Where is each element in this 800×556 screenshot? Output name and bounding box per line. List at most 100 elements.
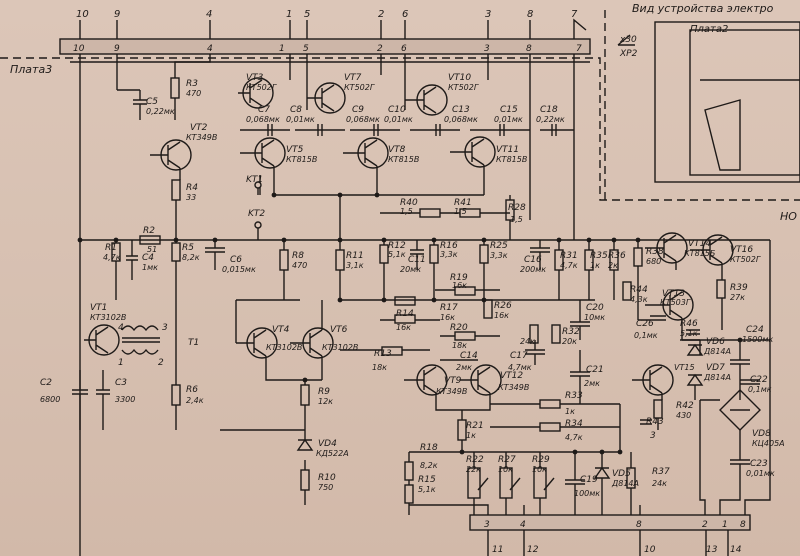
c5-ref: C5 bbox=[146, 97, 158, 107]
vt10-ref: VT10 bbox=[448, 73, 471, 83]
vt13-type: КТ503Г bbox=[660, 298, 691, 307]
r14-ref: R14 bbox=[396, 309, 414, 319]
r22-value: 22к bbox=[466, 465, 481, 474]
vt6-ref: VT6 bbox=[330, 325, 348, 335]
bottom-bar-pin-8a: 8 bbox=[636, 520, 642, 530]
vd7-type: Д814А bbox=[703, 373, 731, 382]
r3x-value: 24к bbox=[520, 337, 535, 346]
r20-ref: R20 bbox=[450, 323, 468, 333]
c20-value: 10мк bbox=[584, 313, 605, 322]
t1-ref: T1 bbox=[188, 338, 199, 348]
r31-ref: R31 bbox=[560, 251, 578, 261]
r19-ref: R19 bbox=[450, 273, 468, 283]
c22-ref: C22 bbox=[750, 375, 768, 385]
c4-ref: C4 bbox=[142, 253, 154, 263]
r33-value: 1к bbox=[565, 407, 575, 416]
vt3-type: КТ502Г bbox=[246, 83, 277, 92]
vt13-ref: VT13 bbox=[662, 289, 685, 299]
r14-value: 16к bbox=[396, 323, 411, 332]
vt12-type: КТ349В bbox=[498, 383, 529, 392]
r37-value: 24к bbox=[652, 479, 667, 488]
bottom-wire-10: 10 bbox=[644, 545, 656, 555]
kt2-label: KT2 bbox=[248, 209, 265, 219]
vt3-ref: VT3 bbox=[246, 73, 264, 83]
c26-value: 0,1мк bbox=[634, 331, 658, 340]
r25-value: 3,3к bbox=[490, 251, 508, 260]
xp2-label: ХР2 bbox=[619, 49, 638, 59]
top-pin-7: 7 bbox=[571, 9, 578, 20]
c16-value: 200мк bbox=[520, 265, 546, 274]
bottom-wire-12: 12 bbox=[527, 545, 539, 555]
c2-value: 6800 bbox=[40, 395, 60, 404]
r27-value: 10к bbox=[498, 465, 513, 474]
r41-ref: R41 bbox=[454, 198, 472, 208]
r6-value: 2,4к bbox=[186, 396, 204, 405]
r2-value: 51 bbox=[147, 245, 157, 254]
c23-value: 0,01мк bbox=[746, 469, 775, 478]
r5-ref: R5 bbox=[182, 243, 194, 253]
vt8-type: КТ815В bbox=[388, 155, 419, 164]
r31-value: 4,7к bbox=[560, 261, 578, 270]
top-connector-bar bbox=[59, 38, 591, 55]
vt8-ref: VT8 bbox=[388, 145, 406, 155]
c3-value: 3300 bbox=[115, 395, 135, 404]
vt11-type: КТ815В bbox=[496, 155, 527, 164]
c6-value: 0,015мк bbox=[222, 265, 256, 274]
r9-ref: R9 bbox=[318, 387, 330, 397]
c13-ref: C13 bbox=[452, 105, 470, 115]
r4-value: 33 bbox=[186, 193, 196, 202]
top-pin-5: 5 bbox=[304, 9, 310, 20]
r16-ref: R16 bbox=[440, 241, 458, 251]
r38-value: 680 bbox=[646, 257, 661, 266]
r44-ref: R44 bbox=[630, 285, 648, 295]
r46-ref: R46 bbox=[680, 319, 698, 329]
c17-ref: C17 bbox=[510, 351, 528, 361]
bottom-bar-pin-2: 2 bbox=[702, 520, 708, 530]
bottom-bar-pin-3: 3 bbox=[484, 520, 490, 530]
r2-ref: R2 bbox=[143, 226, 155, 236]
c8-value: 0,01мк bbox=[286, 115, 315, 124]
vt4-ref: VT4 bbox=[272, 325, 290, 335]
r18-ref: R18 bbox=[420, 443, 438, 453]
r3-ref: R3 bbox=[186, 79, 198, 89]
top-pin-9: 9 bbox=[114, 9, 120, 20]
top-pin-6: 6 bbox=[402, 9, 408, 20]
bottom-bar-pin-1: 1 bbox=[722, 520, 728, 530]
c10-ref: C10 bbox=[388, 105, 406, 115]
bottom-connector-bar bbox=[469, 514, 751, 531]
r42-ref: R42 bbox=[676, 401, 694, 411]
r10-ref: R10 bbox=[318, 473, 336, 483]
vt14-type: КТ815Б bbox=[684, 249, 716, 258]
bar-pin-10: 10 bbox=[73, 44, 85, 54]
r34-value: 4,7к bbox=[565, 433, 583, 442]
r21-value: 1к bbox=[466, 431, 476, 440]
t1-pin-3: 3 bbox=[162, 323, 168, 333]
r12-ref: R12 bbox=[388, 241, 406, 251]
vt4-type: КТ3102В bbox=[266, 343, 302, 352]
bar-pin-8: 8 bbox=[526, 44, 532, 54]
bar-pin-2: 2 bbox=[377, 44, 383, 54]
t1-pin-1: 1 bbox=[118, 358, 124, 368]
c15-ref: C15 bbox=[500, 105, 518, 115]
c11-value: 20мк bbox=[400, 265, 421, 274]
top-pin-8: 8 bbox=[527, 9, 533, 20]
vd8-ref: VD8 bbox=[752, 429, 771, 439]
vt1-type: КТ3102В bbox=[90, 313, 126, 322]
r9-value: 12к bbox=[318, 397, 333, 406]
c19-ref: C19 bbox=[580, 475, 598, 485]
c13-value: 0,068мк bbox=[444, 115, 478, 124]
r43-ref: R43 bbox=[646, 417, 664, 427]
r17-ref: R17 bbox=[440, 303, 458, 313]
r8-ref: R8 bbox=[292, 251, 304, 261]
c10-value: 0,01мк bbox=[384, 115, 413, 124]
r46-value: 5,1к bbox=[680, 329, 698, 338]
t1-pin-2: 2 bbox=[158, 358, 164, 368]
c7-value: 0,068мк bbox=[246, 115, 280, 124]
c18-ref: C18 bbox=[540, 105, 558, 115]
c20-ref: C20 bbox=[586, 303, 604, 313]
c19-value: 100мк bbox=[574, 489, 600, 498]
x30-label: х30 bbox=[619, 35, 637, 45]
r13-value: 18к bbox=[372, 363, 387, 372]
vd5-type: Д814А bbox=[611, 479, 639, 488]
